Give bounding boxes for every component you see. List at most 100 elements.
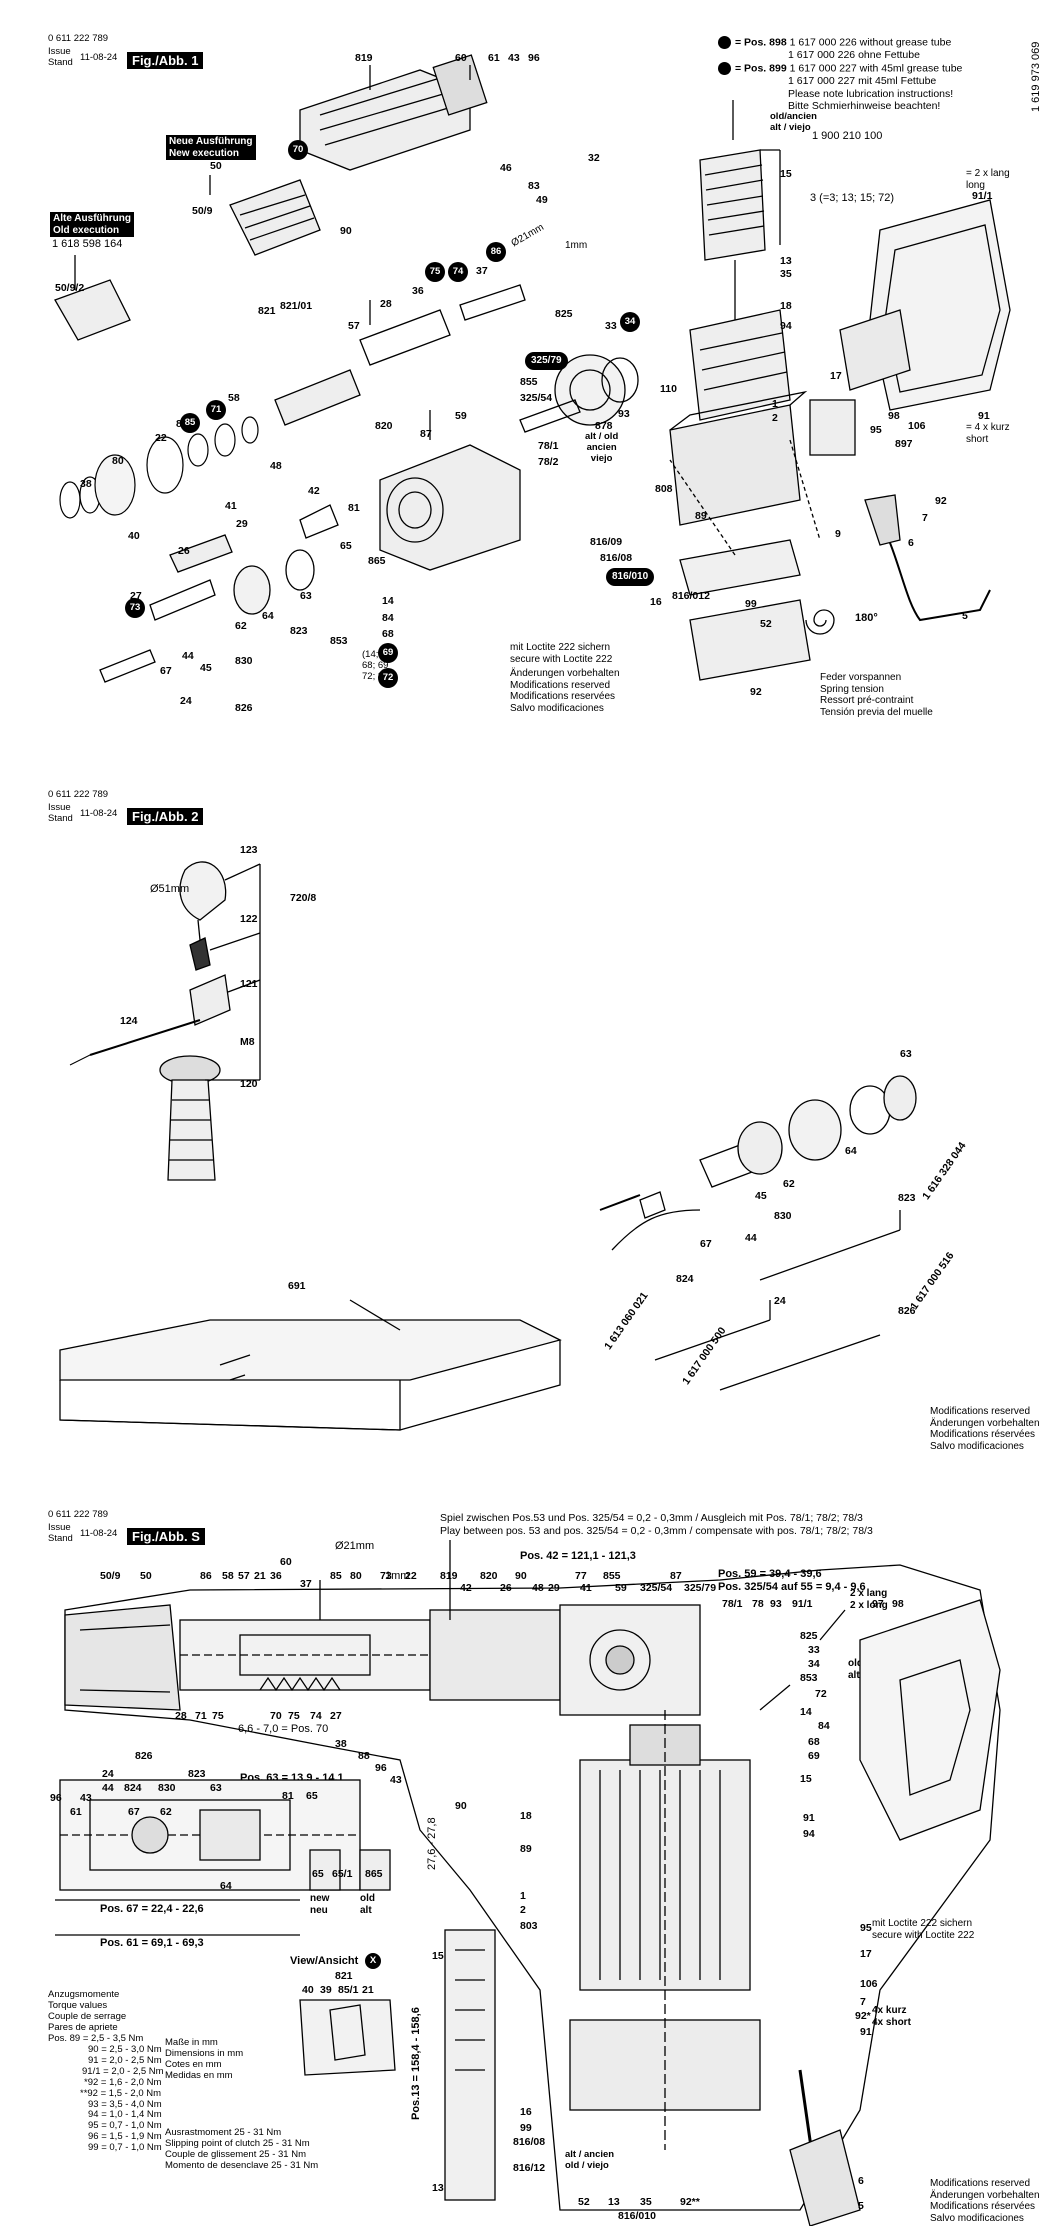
part-label: 89 xyxy=(695,510,707,522)
part-label: 26 xyxy=(500,1582,512,1594)
part-label: 27 xyxy=(330,1710,342,1722)
part-label: 81 xyxy=(282,1790,294,1802)
torque-row: **92 = 1,5 - 2,0 Nm xyxy=(80,2087,162,2099)
part-label: 816/12 xyxy=(513,2162,546,2174)
part-label: 823 xyxy=(290,625,308,637)
part-label: 99 xyxy=(520,2122,532,2134)
modifications-note: Änderungen vorbehalten Modifications res… xyxy=(510,668,620,714)
issue-date: 11-08-24 xyxy=(80,1528,118,1539)
part-label: 67 xyxy=(128,1806,140,1818)
part-label: 50/9 xyxy=(100,1570,121,1582)
part-label: 84 xyxy=(818,1720,830,1732)
part-label: 98 xyxy=(892,1598,904,1610)
part-label: 87 xyxy=(420,428,432,440)
torque-row: Pos. 89 = 2,5 - 3,5 Nm xyxy=(48,2033,144,2044)
part-badge: 75 xyxy=(425,262,445,282)
part-label: 16 xyxy=(650,596,662,608)
part-label: 45 xyxy=(755,1190,767,1202)
part-label: 92* xyxy=(855,2010,871,2022)
part-label: 92 xyxy=(750,686,762,698)
part-label: 65 xyxy=(312,1868,324,1880)
part-label: 24 xyxy=(774,1295,786,1307)
diameter-21-label: Ø21mm xyxy=(335,1540,375,1552)
long-screw-note: 2 x lang 2 x long xyxy=(850,1588,888,1611)
pos899-note: = Pos. 899 1 617 000 227 with 45ml greas… xyxy=(718,62,962,113)
part-label: 18 xyxy=(520,1810,532,1822)
part-label: 68 xyxy=(808,1736,820,1748)
part-label: 17 xyxy=(830,370,842,382)
part-label: 88 xyxy=(358,1750,370,1762)
part-label: 65 xyxy=(306,1790,318,1802)
part-label: 26 xyxy=(178,545,190,557)
view-x-badge: X xyxy=(365,1953,381,1969)
issue-label: Issue Stand xyxy=(48,1522,73,1544)
part-label: 78/2 xyxy=(538,456,559,468)
part-label: 826 xyxy=(135,1750,153,1762)
part-label: 120 xyxy=(240,1078,258,1090)
short-screw-note: 4x kurz 4x short xyxy=(872,2005,911,2028)
part-badge: 73 xyxy=(125,598,145,618)
part-label: 35 xyxy=(640,2196,652,2208)
part-label: 820 xyxy=(375,420,393,432)
part-label: 803 xyxy=(520,1920,538,1932)
torque-row: 95 = 0,7 - 1,0 Nm xyxy=(88,2120,162,2132)
part-label: 15 xyxy=(800,1773,812,1785)
part-label: 57 xyxy=(348,320,360,332)
part-label: 36 xyxy=(270,1570,282,1582)
part-badge: 71 xyxy=(206,400,226,420)
part-label: 60 xyxy=(455,52,467,64)
part-label: 5 xyxy=(858,2200,864,2212)
part-label: 823 xyxy=(188,1768,206,1780)
part-label: 6 xyxy=(908,537,914,549)
part-label: 91/1 xyxy=(792,1598,813,1610)
part-label: 74 xyxy=(310,1710,322,1722)
old-execution-tag: Alte Ausführung Old execution xyxy=(50,212,134,237)
part-label: 50/9/2 xyxy=(55,282,85,294)
part-label: 325/54 xyxy=(640,1582,673,1594)
part-label: 98 xyxy=(888,410,900,422)
part-label: 824 xyxy=(676,1273,694,1285)
part-label: 121 xyxy=(240,978,258,990)
part-label: 95 xyxy=(870,424,882,436)
part-label: 325/79 xyxy=(684,1582,717,1594)
part-label: 13 xyxy=(608,2196,620,2208)
torque-row: 99 = 0,7 - 1,0 Nm xyxy=(88,2142,162,2154)
part-label: 830 xyxy=(235,655,253,667)
part-label: 64 xyxy=(262,610,274,622)
part-label: 28 xyxy=(380,298,392,310)
part-label: 87 xyxy=(670,1570,682,1582)
part-label: 46 xyxy=(500,162,512,174)
part-label: 33 xyxy=(605,320,617,332)
part-label: 43 xyxy=(508,52,520,64)
part-label: 63 xyxy=(210,1782,222,1794)
part-label: 816/08 xyxy=(600,552,633,564)
part-label: 41 xyxy=(580,1582,592,1594)
part-label: 52 xyxy=(760,618,772,630)
part-badge: 86 xyxy=(486,242,506,262)
part-label: 70 xyxy=(270,1710,282,1722)
part-badge: 70 xyxy=(288,140,308,160)
part-label: 124 xyxy=(120,1015,138,1027)
part-label: 73 xyxy=(380,1570,392,1582)
part-label: 44 xyxy=(745,1232,757,1244)
part-label: 35 xyxy=(780,268,792,280)
part-label: 91/1 xyxy=(972,190,993,202)
part-label: 59 xyxy=(455,410,467,422)
part-label: 27 xyxy=(130,590,142,602)
part-label: 14 xyxy=(382,595,394,607)
clutch-slip-note: Ausrastmoment 25 - 31 Nm Slipping point … xyxy=(165,2127,319,2171)
short-screw-note: = 4 x kurz short xyxy=(966,422,1010,445)
part-label: 41 xyxy=(225,500,237,512)
part-label: 37 xyxy=(476,265,488,277)
part-label: 61 xyxy=(70,1806,82,1818)
part-label: 77 xyxy=(575,1570,587,1582)
part-label: 68 xyxy=(382,628,394,640)
part-label: 821 xyxy=(335,1970,353,1982)
part-label: 58 xyxy=(228,392,240,404)
part-label: 94 xyxy=(803,1828,815,1840)
part-label: 34 xyxy=(808,1658,820,1670)
part-label: 85 xyxy=(330,1570,342,1582)
part-label: 106 xyxy=(860,1978,878,1990)
part-label: 84 xyxy=(382,612,394,624)
doc-number: 0 611 222 789 xyxy=(48,789,109,800)
